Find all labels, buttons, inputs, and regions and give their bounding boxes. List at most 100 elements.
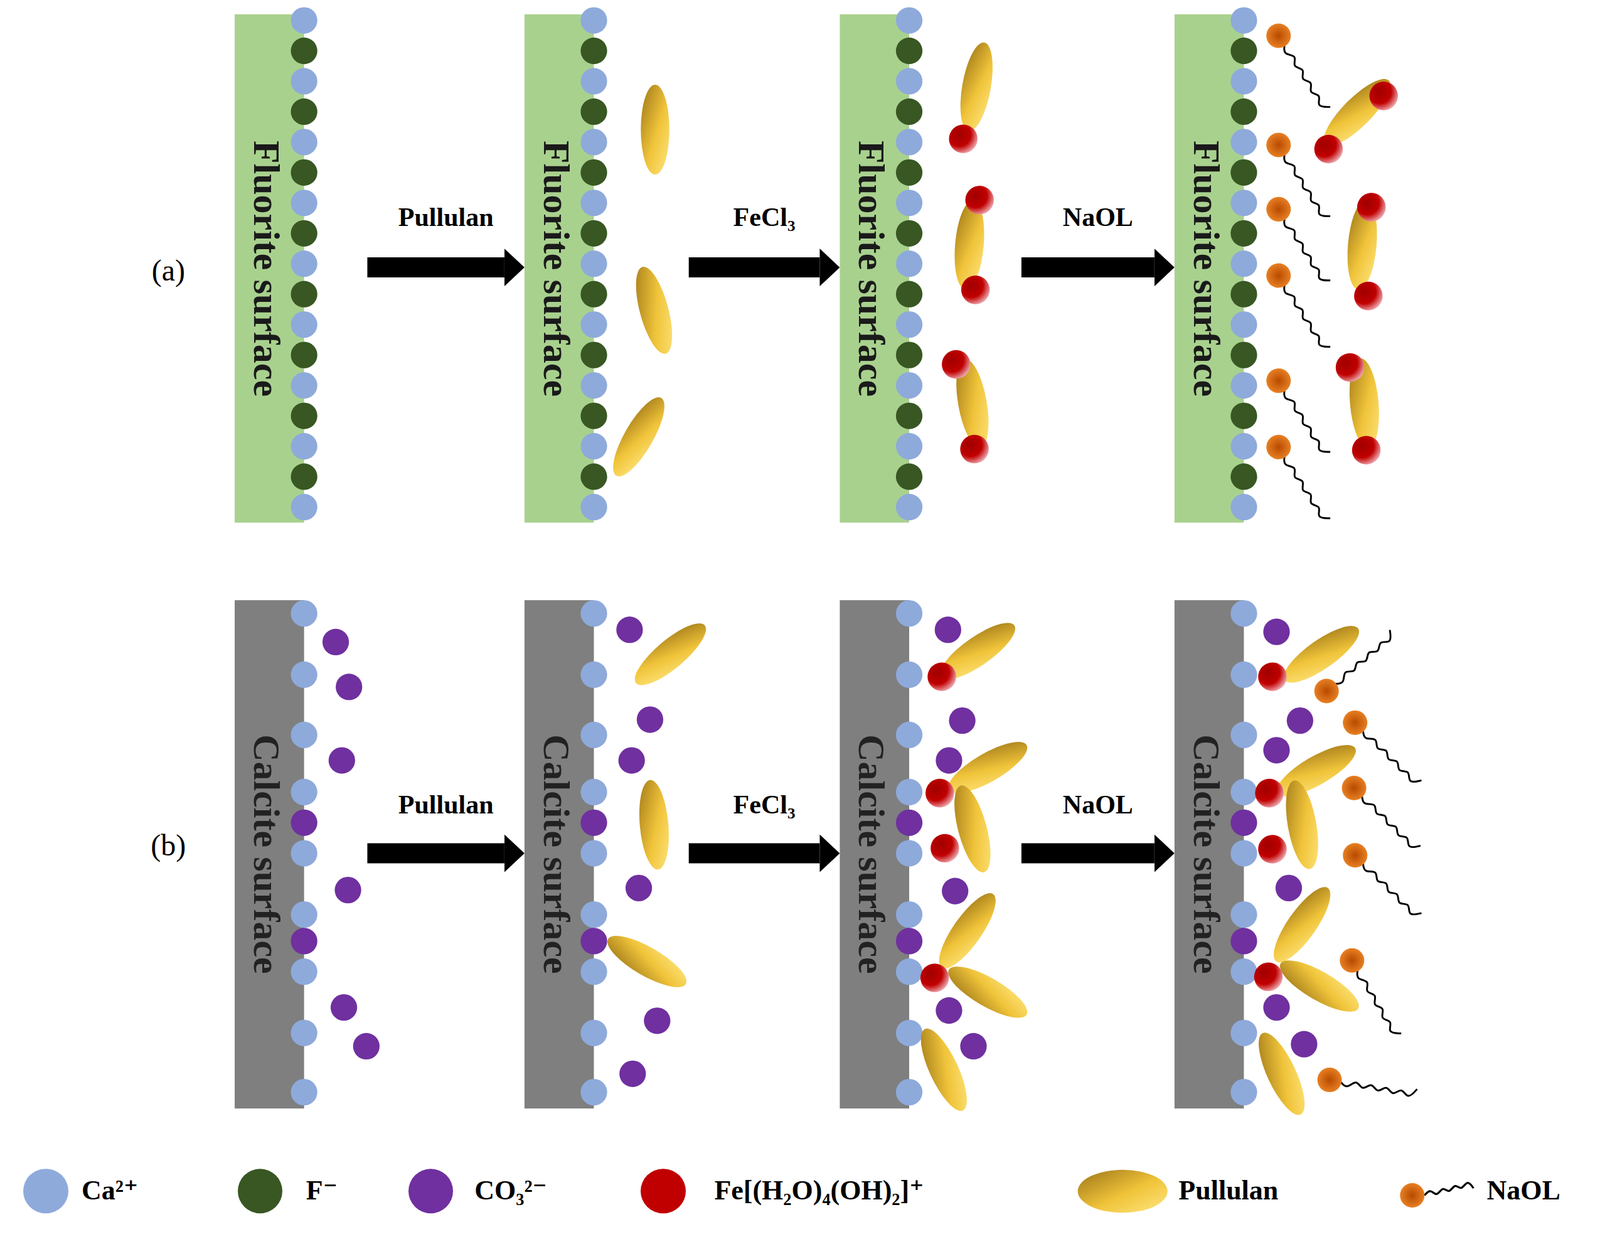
iron-complex: [948, 124, 978, 154]
oleate-tail: [1284, 154, 1331, 216]
ion-dot: [580, 778, 607, 806]
ion-dot: [1230, 661, 1257, 688]
ion-dot: [290, 220, 317, 247]
pullulan-molecule: [1264, 879, 1339, 970]
legend-shape: [1397, 1168, 1476, 1214]
ion-dot: [290, 809, 317, 836]
ion-dot: [290, 721, 317, 748]
ion-dot: [896, 159, 923, 186]
ion-dot: [290, 927, 317, 954]
reagent-label: NaOL: [1062, 202, 1134, 232]
ion-dot: [625, 874, 652, 902]
oleate-head: [1266, 434, 1291, 460]
ion-dot: [1230, 250, 1257, 277]
ion-dot: [580, 341, 607, 368]
ion-dot: [1230, 220, 1257, 247]
iron-complex: [930, 833, 960, 863]
iron-complex: [925, 778, 955, 808]
ion-dot: [290, 311, 317, 338]
ion-dot: [1230, 901, 1257, 928]
ion-dot: [1275, 874, 1302, 902]
ion-dot: [290, 341, 317, 368]
iron-complex: [941, 350, 971, 379]
pullulan-molecule: [941, 956, 1035, 1027]
ion-dot: [1290, 1030, 1318, 1058]
pullulan-molecule: [1280, 778, 1324, 872]
ion-dot: [636, 705, 664, 733]
legend-text: Pullulan: [1178, 1175, 1279, 1206]
oleate-head: [1266, 197, 1291, 222]
ion-dot: [290, 281, 317, 308]
legend-swatch: [640, 1168, 686, 1214]
ion-dot: [353, 1032, 380, 1060]
legend-text: CO₃²⁻: [474, 1175, 548, 1206]
oleate-head: [1339, 948, 1365, 973]
oleate-head: [1266, 23, 1291, 48]
ion-dot: [896, 250, 923, 277]
ion-dot: [1230, 98, 1257, 125]
legend-text: F⁻: [306, 1175, 338, 1206]
reagent-label: FeCl₃: [733, 789, 796, 819]
ion-dot: [896, 958, 923, 985]
ion-dot: [580, 493, 607, 521]
ion-dot: [580, 661, 607, 688]
ion-dot: [896, 1019, 923, 1046]
ion-dot: [941, 877, 969, 905]
oleate-tail: [1284, 284, 1331, 347]
process-arrow: [688, 843, 821, 864]
ion-dot: [1230, 1019, 1257, 1046]
oleate-head: [1317, 1067, 1343, 1092]
ion-dot: [290, 250, 317, 277]
iron-complex: [1258, 661, 1287, 691]
process-arrow: [367, 257, 504, 278]
ion-dot: [896, 98, 923, 125]
ion-dot: [290, 67, 317, 95]
oleate-tail: [1284, 218, 1331, 281]
ion-dot: [335, 673, 363, 700]
ion-dot: [290, 463, 317, 490]
ion-dot: [328, 746, 356, 774]
iron-complex: [1254, 962, 1284, 992]
ion-dot: [322, 628, 349, 656]
iron-complex: [920, 963, 950, 992]
ion-dot: [290, 493, 317, 521]
ion-dot: [290, 599, 317, 627]
pullulan-molecule: [941, 732, 1035, 802]
ion-dot: [580, 6, 607, 34]
ion-dot: [580, 463, 607, 490]
pullulan-molecule: [604, 390, 674, 484]
ion-dot: [580, 311, 607, 338]
ion-dot: [896, 402, 923, 429]
oleate-tail: [1284, 456, 1331, 518]
iron-complex: [1314, 134, 1344, 164]
pullulan-molecule: [946, 781, 998, 876]
ion-dot: [948, 707, 976, 734]
ion-dot: [896, 128, 923, 155]
oleate-tail: [1335, 629, 1391, 684]
ion-dot: [580, 432, 607, 460]
oleate-head: [1266, 368, 1291, 393]
ion-dot: [580, 37, 607, 64]
iron-complex: [1354, 281, 1383, 311]
ion-dot: [290, 839, 317, 866]
ion-dot: [896, 281, 923, 308]
panel-label: (b): [150, 828, 186, 862]
ion-dot: [896, 67, 923, 95]
ion-dot: [896, 778, 923, 806]
ion-dot: [896, 432, 923, 460]
surface-band: Fluorite surface: [524, 14, 689, 523]
ion-dot: [1230, 778, 1257, 806]
ion-dot: [290, 661, 317, 688]
ion-dot: [1230, 189, 1257, 216]
ion-dot: [1230, 402, 1257, 429]
ion-dot: [290, 372, 317, 399]
ion-dot: [580, 809, 607, 836]
ion-dot: [290, 901, 317, 928]
ion-dot: [896, 599, 923, 627]
ion-dot: [896, 1078, 923, 1105]
oleate-head: [1266, 132, 1291, 157]
ion-dot: [896, 37, 923, 64]
ion-dot: [580, 402, 607, 429]
ion-dot: [935, 997, 962, 1024]
